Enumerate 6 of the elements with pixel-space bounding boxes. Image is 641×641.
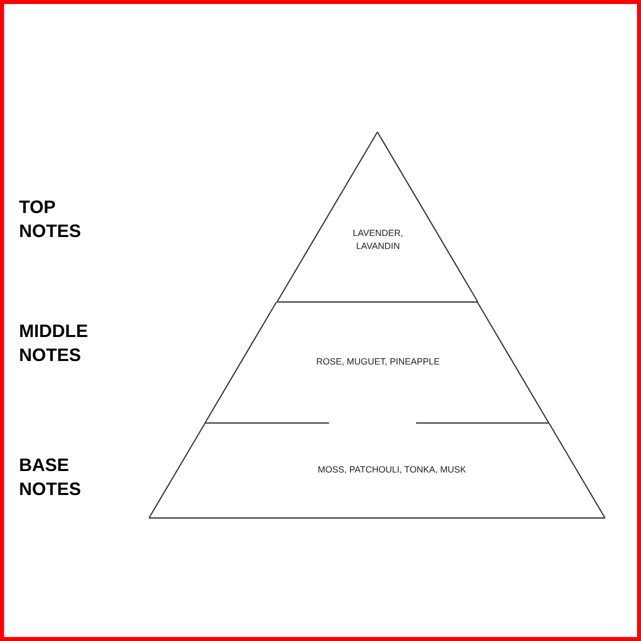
tier-text: MOSS, PATCHOULI, TONKA, MUSK [316,464,468,476]
tier-heading: BASE NOTES [19,454,82,501]
tier-text: LAVENDER, LAVANDIN [352,227,404,253]
tier-text: ROSE, MUGUET, PINEAPPLE [315,356,441,368]
tier-heading: MIDDLE NOTES [19,320,89,367]
tier-heading: TOP NOTES [19,196,82,243]
